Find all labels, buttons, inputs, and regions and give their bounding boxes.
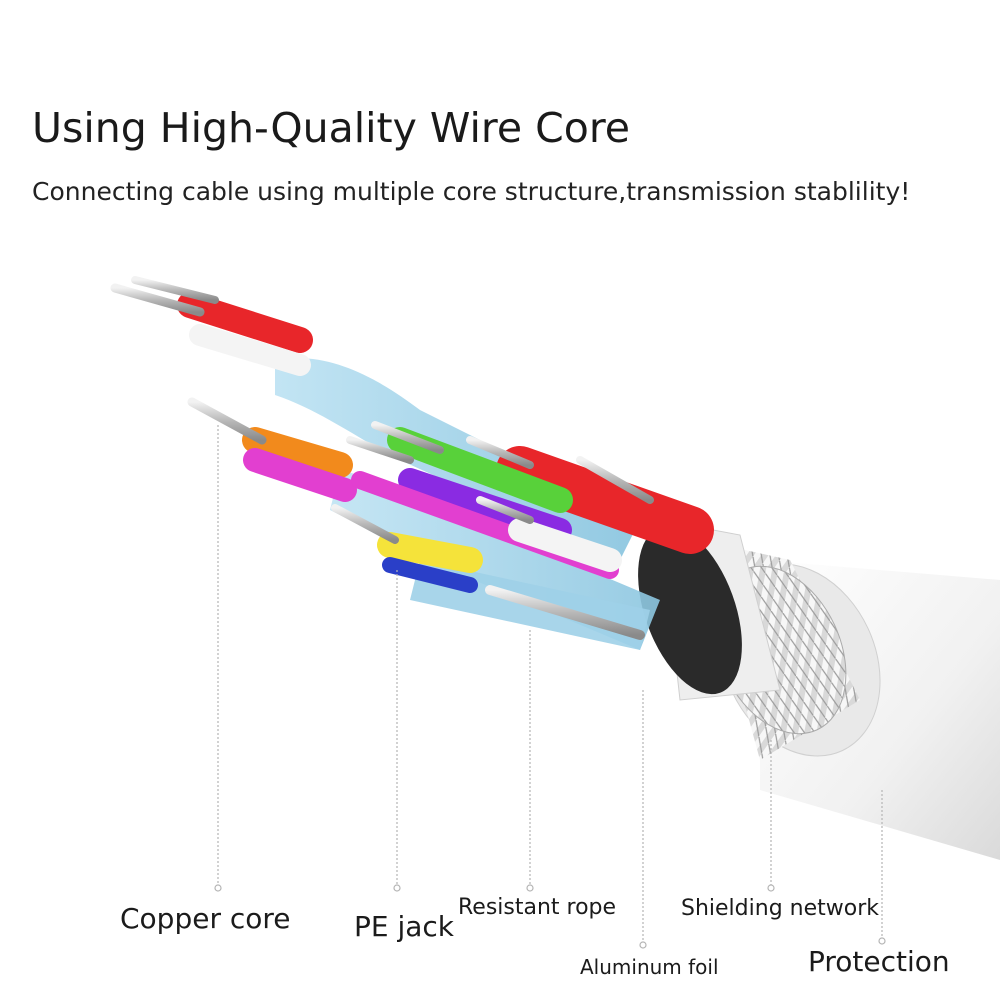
label-protection: Protection: [808, 945, 950, 978]
label-copper-core: Copper core: [120, 902, 291, 935]
headline: Using High-Quality Wire Core: [32, 104, 631, 152]
leader-lines: [214, 425, 886, 949]
insulated-wires: [177, 292, 714, 593]
aluminum-foil-sleeve: [638, 519, 781, 701]
label-aluminum-foil: Aluminum foil: [580, 955, 719, 979]
subheadline: Connecting cable using multiple core str…: [32, 177, 911, 206]
label-shielding-network: Shielding network: [681, 896, 879, 921]
label-resistant-rope: Resistant rope: [458, 895, 617, 920]
label-pe-jack: PE jack: [354, 910, 455, 943]
copper-strands: [110, 276, 654, 640]
